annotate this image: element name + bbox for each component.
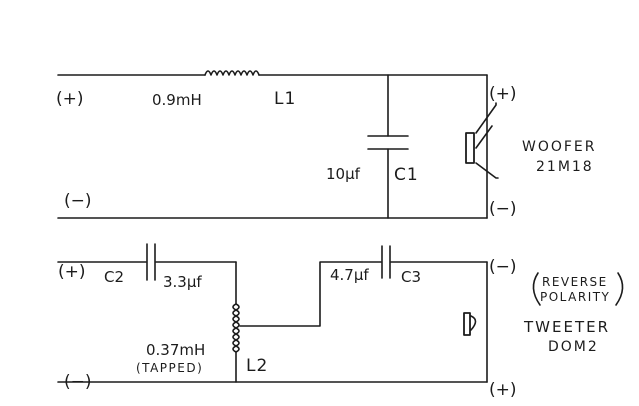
tweeter-plus-terminal-label: (+) — [489, 380, 517, 400]
polarity-note-line1: REVERSE — [542, 275, 608, 289]
woofer-speaker-symbol — [465, 102, 499, 179]
tweeter-input-plus-label: (+) — [58, 262, 86, 282]
c1-value-label: 10μf — [326, 165, 360, 183]
l1-name-label: L1 — [274, 89, 297, 109]
inductor-l2-coil — [232, 303, 240, 353]
polarity-note-bracket — [532, 272, 624, 306]
c3-value-label: 4.7μf — [330, 266, 369, 284]
tweeter-input-minus-label: (−) — [64, 372, 92, 392]
woofer-input-minus-label: (−) — [64, 191, 92, 211]
l2-tapped-note: (TAPPED) — [136, 361, 204, 375]
woofer-model-label: 21M18 — [536, 159, 594, 175]
l2-name-label: L2 — [246, 356, 269, 376]
tweeter-name-label: TWEETER — [524, 318, 611, 336]
tweeter-model-label: DOM2 — [548, 339, 599, 355]
woofer-plus-terminal-label: (+) — [489, 84, 517, 104]
polarity-note-line2: POLARITY — [540, 290, 611, 304]
l2-tap-wire — [239, 261, 382, 327]
c2-value-label: 3.3μf — [163, 273, 202, 291]
woofer-minus-terminal-label: (−) — [489, 199, 517, 219]
woofer-name-label: WOOFER — [522, 139, 597, 155]
c3-name-label: C3 — [401, 268, 422, 286]
tweeter-speaker-symbol — [463, 312, 477, 336]
c1-name-label: C1 — [394, 165, 419, 185]
tweeter-minus-terminal-label: (−) — [489, 257, 517, 277]
woofer-input-plus-label: (+) — [56, 89, 84, 109]
l2-value-label: 0.37mH — [146, 341, 206, 359]
c2-name-label: C2 — [104, 268, 125, 286]
inductor-l1-coil — [204, 70, 260, 76]
l1-value-label: 0.9mH — [152, 91, 202, 109]
